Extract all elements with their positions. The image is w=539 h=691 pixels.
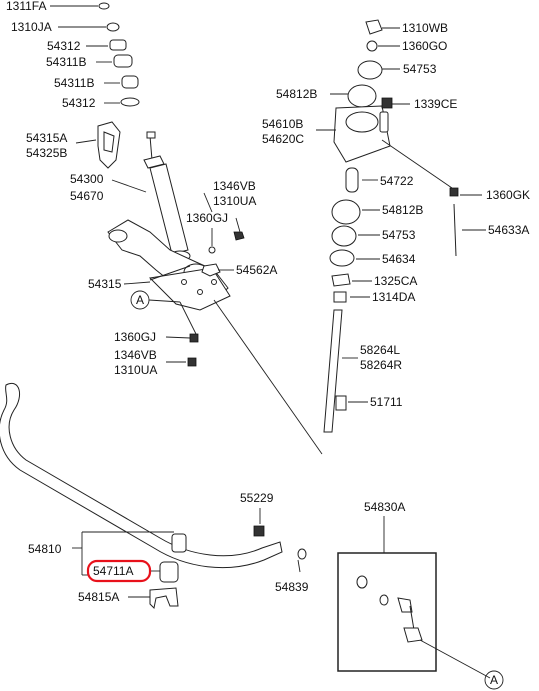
label-54315A: 54315A (26, 131, 67, 145)
label-54312-b: 54312 (62, 96, 96, 110)
label-1346VB-a: 1346VB (213, 179, 256, 193)
label-54812B-b: 54812B (382, 203, 423, 217)
label-1360GJ-b: 1360GJ (114, 330, 156, 344)
label-54722: 54722 (380, 174, 414, 188)
label-1314DA: 1314DA (372, 290, 415, 304)
label-1360GK: 1360GK (486, 188, 530, 202)
label-51711: 51711 (370, 395, 403, 409)
label-55229: 55229 (240, 491, 274, 505)
highlight-54711A (86, 559, 152, 583)
label-58264R: 58264R (360, 358, 402, 372)
label-1310UA-a: 1310UA (213, 194, 256, 208)
label-54620C: 54620C (262, 132, 304, 146)
label-58264L: 58264L (360, 343, 400, 357)
label-54810: 54810 (28, 542, 62, 556)
label-54315: 54315 (88, 277, 122, 291)
label-1360GO: 1360GO (402, 39, 447, 53)
label-1310WB: 1310WB (402, 21, 448, 35)
label-54312-a: 54312 (47, 39, 81, 53)
label-54325B: 54325B (26, 146, 67, 160)
label-54634: 54634 (382, 252, 416, 266)
label-1311FA: 1311FA (6, 0, 46, 13)
label-1360GJ-a: 1360GJ (186, 211, 228, 225)
label-54300: 54300 (70, 172, 104, 186)
label-54839: 54839 (275, 580, 309, 594)
label-54562A: 54562A (236, 263, 277, 277)
label-1325CA: 1325CA (374, 274, 417, 288)
ref-A-left: A (136, 293, 144, 307)
upper-mount-stack (316, 19, 486, 303)
label-54812B-a: 54812B (276, 87, 317, 101)
link-rod (323, 309, 368, 433)
stabilizer-link-inset (337, 516, 504, 690)
top-left-parts-stack (50, 2, 140, 169)
stabilizer-bar (0, 382, 307, 610)
label-54753-b: 54753 (382, 228, 416, 242)
label-54830A: 54830A (364, 500, 405, 514)
label-54633A: 54633A (488, 223, 529, 237)
label-54670: 54670 (70, 189, 104, 203)
label-54753-a: 54753 (403, 62, 437, 76)
label-54311B-b: 54311B (54, 76, 94, 90)
label-1310UA-b: 1310UA (114, 363, 157, 377)
label-1310JA: 1310JA (11, 20, 52, 34)
label-54711A: 54711A (93, 564, 133, 578)
part-labels: 1311FA 1310JA 54312 54311B 54311B 54312 … (6, 0, 530, 687)
label-1346VB-b: 1346VB (114, 348, 157, 362)
ref-A-right: A (490, 673, 498, 687)
lower-control-arm (107, 192, 323, 455)
label-54610B: 54610B (262, 117, 303, 131)
label-54815A: 54815A (78, 590, 119, 604)
label-54311B-a: 54311B (46, 55, 86, 69)
label-1339CE: 1339CE (414, 97, 457, 111)
